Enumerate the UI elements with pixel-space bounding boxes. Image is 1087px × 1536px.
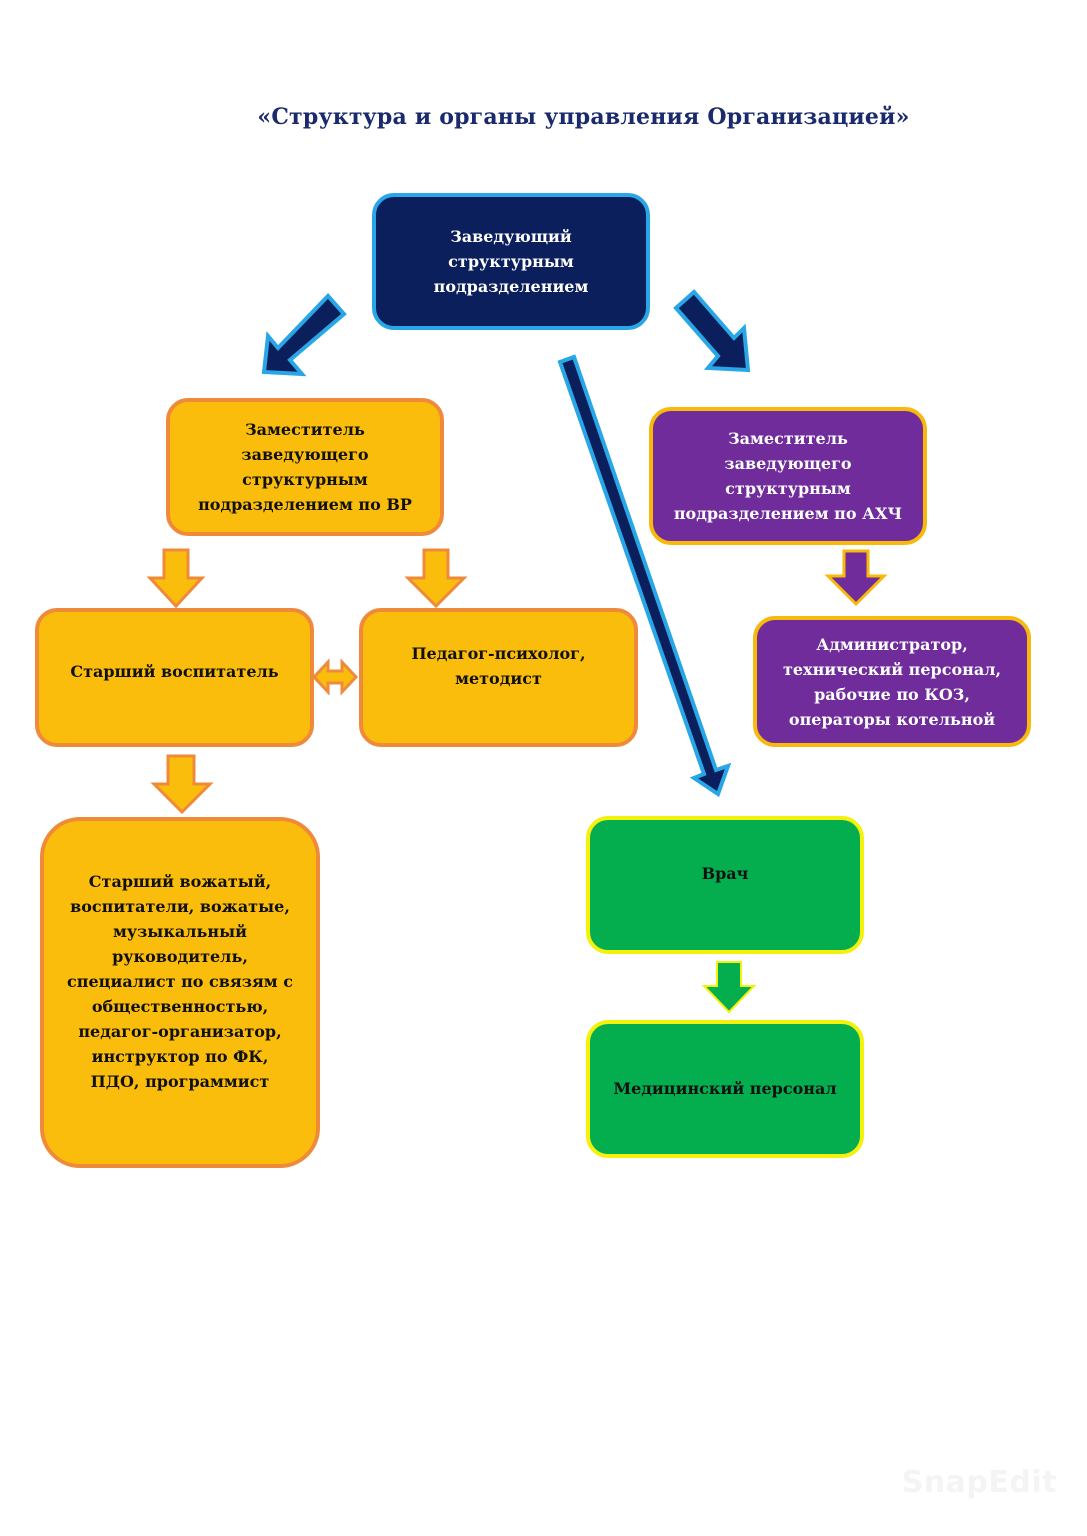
node-staff-ahch-label: Администратор, технический персонал, раб…	[782, 634, 1002, 729]
arrow-deputy-vr-to-psychologist	[404, 548, 468, 609]
arrow-senior-educator-psychologist-bidirectional	[311, 658, 359, 696]
node-psychologist: Педагог-психолог, методист	[359, 608, 638, 747]
node-deputy-vr: Заместитель заведующего структурным подр…	[166, 398, 444, 536]
node-head: Заведующий структурным подразделением	[372, 193, 650, 330]
node-psychologist-label: Педагог-психолог, методист	[411, 643, 586, 688]
arrow-deputy-ahch-to-staff-ahch	[824, 549, 888, 607]
node-staff-ahch: Администратор, технический персонал, раб…	[753, 616, 1031, 747]
node-deputy-ahch: Заместитель заведующего структурным подр…	[649, 407, 927, 545]
node-deputy-vr-label: Заместитель заведующего структурным подр…	[198, 420, 412, 514]
node-senior-educator: Старший воспитатель	[35, 608, 314, 747]
page-title: «Структура и органы управления Организац…	[257, 104, 910, 130]
arrow-senior-educator-to-staff-vr	[150, 754, 214, 815]
arrow-head-to-deputy-ahch	[673, 289, 751, 373]
watermark: SnapEdit	[901, 1465, 1057, 1500]
arrow-doctor-to-medical-staff	[701, 961, 757, 1014]
arrow-deputy-vr-to-senior-educator	[146, 548, 206, 609]
node-doctor-label: Врач	[701, 863, 749, 883]
node-medical-staff: Медицинский персонал	[586, 1020, 864, 1158]
arrow-head-to-deputy-vr	[261, 293, 347, 377]
node-senior-educator-label: Старший воспитатель	[70, 662, 279, 681]
node-staff-vr-label: Старший вожатый, воспитатели, вожатые, м…	[67, 872, 293, 1091]
node-staff-vr: Старший вожатый, воспитатели, вожатые, м…	[40, 817, 320, 1168]
node-head-label: Заведующий структурным подразделением	[433, 227, 589, 296]
node-medical-staff-label: Медицинский персонал	[613, 1078, 837, 1098]
node-doctor: Врач	[586, 816, 864, 954]
node-deputy-ahch-label: Заместитель заведующего структурным подр…	[673, 429, 903, 523]
